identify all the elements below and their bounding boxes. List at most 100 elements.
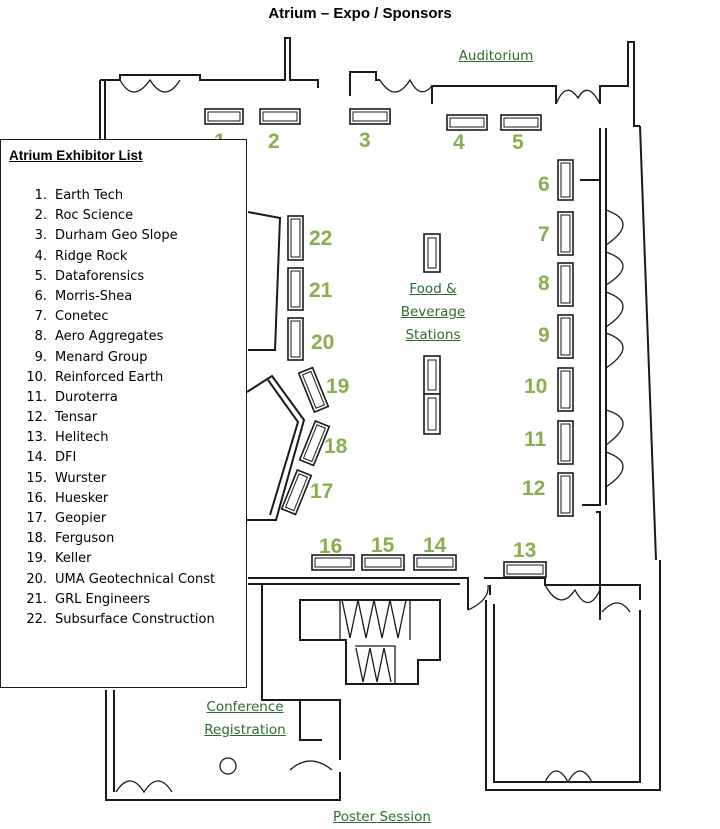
registration-label-line: Registration [204,722,286,738]
exhibitor-number: 8. [34,329,47,345]
exhibitor-name: Conetec [55,309,109,325]
booth-7-table [557,211,574,256]
list-item: 22.Subsurface Construction [1,610,215,630]
booth-17-table [280,468,313,516]
exhibitor-name: GRL Engineers [55,591,151,607]
exhibitor-name: Aero Aggregates [55,329,164,345]
list-item: 4. Ridge Rock [1,247,215,267]
booth-number: 4 [453,131,465,154]
list-item: 15.Wurster [1,469,215,489]
booth-number: 9 [538,324,550,347]
list-item: 17. Geopier [1,509,215,529]
booth-13-table [503,561,547,578]
exhibitor-name: Dataforensics [55,268,145,284]
booth-16-table [311,554,355,571]
list-item: 13.Helitech [1,428,215,448]
list-item: 3. Durham Geo Slope [1,226,215,246]
booth-10-table [557,367,574,412]
booth-number: 13 [513,539,536,562]
exhibitor-name: Roc Science [55,208,134,224]
exhibitor-number: 17. [26,511,47,526]
exhibitor-number: 6. [34,288,47,304]
booth-number: 19 [326,375,349,398]
exhibitor-number: 21. [26,591,47,607]
exhibitor-name: Morris-Shea [55,288,133,304]
booth-12-table [557,472,574,517]
exhibitor-number: 16. [26,490,47,506]
exhibitor-number: 7. [34,309,47,325]
exhibitor-name: DFI [55,450,77,466]
booth-number: 21 [309,279,333,302]
exhibitor-name: Tensar [55,410,98,426]
exhibitor-number: 9. [34,349,47,365]
exhibitor-name: Keller [55,551,92,567]
booth-number: 18 [324,435,348,458]
booth-9-table [557,314,574,359]
exhibitor-number: 15. [26,470,47,486]
exhibitor-name: Ridge Rock [55,248,128,264]
booth-number: 12 [522,477,545,500]
exhibitor-list-title: Atrium Exhibitor List [9,148,143,163]
booth-number: 5 [512,131,524,154]
exhibitor-number: 10. [26,369,47,385]
conference-registration-label: Conference Registration [195,696,295,742]
exhibitor-name: Reinforced Earth [55,369,164,385]
exhibitor-name: Geopier [55,511,107,526]
walls [99,37,661,801]
list-item: 9. Menard Group [1,348,215,368]
booth-15-table [361,554,405,571]
booth-number: 7 [538,223,550,246]
list-item: 18.Ferguson [1,529,215,549]
food-table-1 [423,233,441,273]
booth-11-table [557,420,574,465]
exhibitor-name: Ferguson [55,531,115,547]
booth-19-table [297,366,330,414]
booth-number: 16 [319,535,342,558]
exhibitor-number: 12. [26,410,47,426]
exhibitor-number: 4. [34,248,47,264]
list-item: 6. Morris-Shea [1,287,215,307]
booth-1-table [204,108,244,125]
booth-4-table [446,114,488,131]
exhibitor-number: 3. [34,228,47,244]
booth-21-table [287,267,304,311]
booth-number: 17 [310,480,333,503]
booth-number: 6 [538,173,550,196]
poster-session-label: Poster Session [333,809,431,825]
list-item: 12. Tensar [1,408,215,428]
exhibitor-name: Durham Geo Slope [55,228,178,244]
booth-number: 20 [311,331,334,354]
exhibitor-number: 20. [26,571,47,587]
food-label-line: Beverage [400,304,466,320]
exhibitor-list: 1.Earth Tech 2.Roc Science 3. Durham Geo … [1,186,215,630]
exhibitor-name: Menard Group [55,349,148,365]
booth-8-table [557,262,574,307]
booth-number: 2 [268,130,280,153]
exhibitor-number: 19. [26,551,47,567]
booth-18-table [298,419,331,467]
list-item: 1.Earth Tech [1,186,215,206]
booth-6-table [557,159,574,201]
booth-number: 22 [309,227,332,250]
booth-number: 10 [524,375,547,398]
exhibitor-number: 5. [34,268,47,284]
food-table-3 [423,393,441,435]
booth-number: 11 [524,428,547,451]
exhibitor-number: 14. [26,450,47,466]
exhibitor-list-panel: Atrium Exhibitor List 1.Earth Tech 2.Roc… [0,139,247,688]
list-item: 14. DFI [1,448,215,468]
booth-numbers: 1 2 3 4 5 6 7 8 9 10 11 12 13 14 15 16 1… [214,129,550,562]
list-item: 2.Roc Science [1,206,215,226]
exhibitor-name: Subsurface Construction [55,611,215,627]
exhibitor-name: Helitech [55,430,109,446]
list-item: 20.UMA Geotechnical Const [1,570,215,590]
booth-number: 14 [423,534,447,557]
food-beverage-label: Food & Beverage Stations [392,278,474,347]
food-label-line: Stations [405,327,461,343]
food-table-2 [423,355,441,395]
auditorium-label: Auditorium [458,48,534,64]
exhibitor-number: 11. [26,389,47,405]
exhibitor-number: 1. [34,188,47,203]
booth-2-table [259,108,301,125]
